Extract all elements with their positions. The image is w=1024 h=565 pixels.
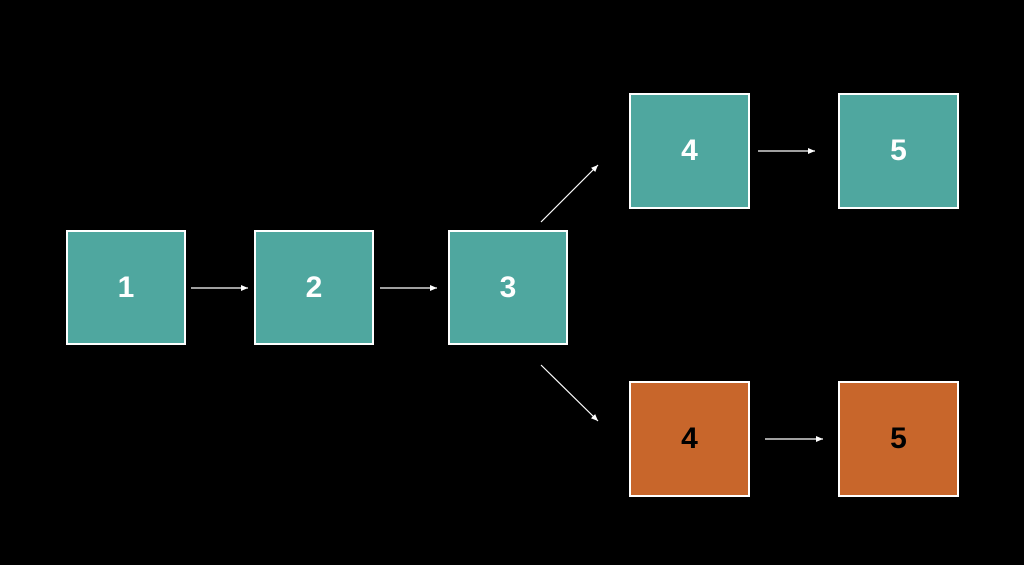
node-4-top-label: 4 [681, 134, 698, 167]
node-5-top-label: 5 [890, 134, 907, 167]
node-5-top: 5 [838, 93, 959, 209]
node-1-label: 1 [117, 270, 135, 304]
node-4-bottom-label: 4 [681, 422, 698, 455]
node-3: 3 [448, 230, 568, 345]
node-4-bottom: 4 [629, 381, 750, 497]
node-3-label: 3 [499, 270, 517, 304]
node-1: 1 [66, 230, 186, 345]
node-5-bottom: 5 [838, 381, 959, 497]
node-5-bottom-label: 5 [890, 422, 907, 455]
edge-n3-n4b [540, 364, 599, 422]
node-4-top: 4 [629, 93, 750, 209]
node-2-label: 2 [305, 270, 323, 304]
edge-n3-n4a [540, 164, 599, 223]
node-2: 2 [254, 230, 374, 345]
